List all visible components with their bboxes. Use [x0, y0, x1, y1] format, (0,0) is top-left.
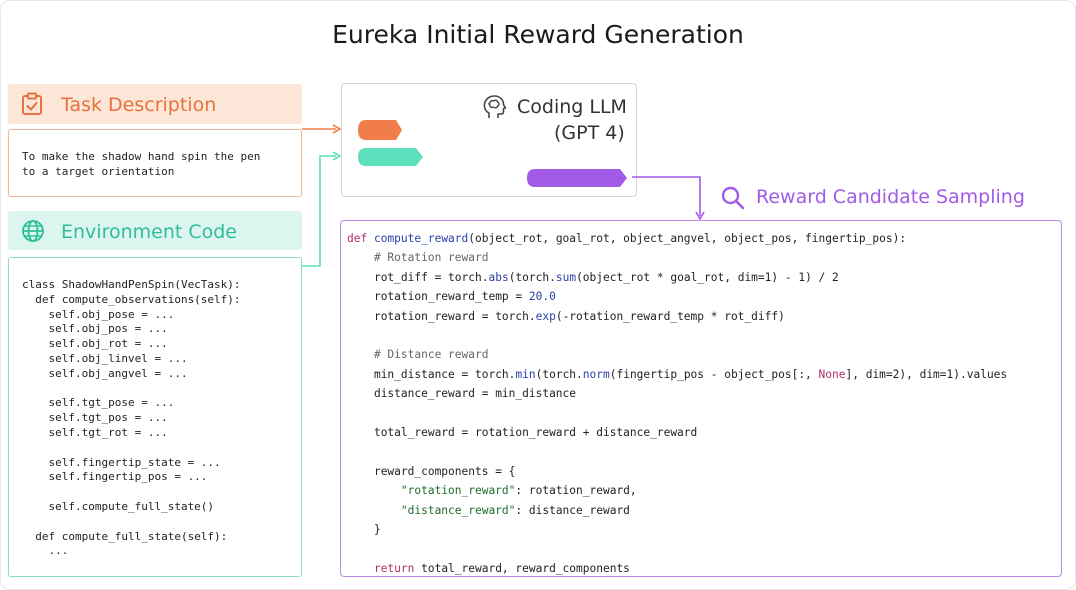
code-line: reward_components = {: [373, 464, 516, 478]
code-token: : rotation_reward,: [515, 484, 637, 498]
code-comment-distance: # Distance reward: [373, 348, 489, 362]
code-token: None: [818, 367, 846, 381]
env-code-line: self.tgt_pos = ...: [22, 411, 168, 425]
env-code-line: self.fingertip_state = ...: [22, 455, 221, 469]
task-line-1: To make the shadow hand spin the pen: [22, 150, 261, 163]
env-code-line: self.obj_linvel = ...: [22, 351, 188, 365]
code-token: (object_rot * goal_rot, dim=1) - 1) / 2: [576, 270, 839, 284]
code-token: rotation_reward = torch.: [373, 309, 536, 323]
reward-code: def compute_reward(object_rot, goal_rot,…: [347, 229, 1007, 578]
code-token: sum: [555, 270, 577, 284]
llm-to-reward-arrow: [632, 176, 705, 221]
code-comment-rotation: # Rotation reward: [373, 251, 489, 265]
environment-code-title: Environment Code: [61, 221, 238, 243]
clipboard-check-icon: [22, 92, 42, 115]
brain-head-icon: [483, 95, 507, 118]
code-token: (torch.: [508, 270, 556, 284]
code-function-args: (object_rot, goal_rot, object_angvel, ob…: [468, 232, 907, 245]
code-token: abs: [488, 270, 509, 284]
code-token: rotation_reward_temp =: [373, 290, 529, 304]
task-line-2: to a target orientation: [22, 165, 175, 178]
code-token: min: [515, 367, 536, 381]
env-code-line: self.obj_pose = ...: [22, 307, 175, 321]
environment-code: class ShadowHandPenSpin(VecTask): def co…: [22, 278, 241, 559]
code-token: "rotation_reward": [400, 484, 516, 498]
environment-code-header: Environment Code: [8, 211, 302, 250]
reward-code-box: def compute_reward(object_rot, goal_rot,…: [340, 220, 1062, 577]
code-token: ], dim=2), dim=1).values: [845, 367, 1008, 381]
code-line: }: [373, 523, 381, 537]
env-code-line: ...: [22, 544, 69, 558]
task-to-llm-arrow: [302, 124, 342, 134]
code-token: norm: [582, 367, 610, 381]
code-token: "distance_reward": [400, 503, 516, 517]
code-line: distance_reward = min_distance: [373, 387, 577, 401]
task-description-text: To make the shadow hand spin the pen to …: [22, 149, 260, 179]
env-code-line: self.fingertip_pos = ...: [22, 470, 208, 484]
page-title: Eureka Initial Reward Generation: [332, 20, 744, 49]
env-code-line: def compute_full_state(self):: [22, 529, 228, 543]
task-description-title: Task Description: [61, 94, 217, 116]
globe-icon: [22, 220, 44, 242]
env-code-line: self.compute_full_state(): [22, 499, 215, 513]
reward-output-pill: [527, 169, 627, 187]
reward-sampling-label: Reward Candidate Sampling: [756, 186, 1025, 208]
code-token: min_distance = torch.: [373, 367, 516, 381]
env-input-pill: [358, 148, 423, 166]
code-token: exp: [535, 309, 556, 323]
code-line: total_reward = rotation_reward + distanc…: [373, 426, 698, 440]
code-token: (fingertip_pos - object_pos[:,: [609, 367, 819, 381]
env-code-line: class ShadowHandPenSpin(VecTask):: [22, 278, 241, 291]
code-token: : distance_reward: [515, 503, 630, 517]
env-to-llm-arrow: [302, 151, 342, 267]
code-token: rot_diff = torch.: [373, 270, 489, 284]
env-code-line: self.tgt_pose = ...: [22, 396, 175, 410]
task-input-pill: [358, 120, 402, 140]
search-icon: [721, 186, 745, 210]
llm-model: (GPT 4): [554, 122, 625, 144]
environment-code-box: class ShadowHandPenSpin(VecTask): def co…: [8, 257, 302, 577]
env-code-line: self.obj_angvel = ...: [22, 366, 188, 380]
code-keyword-return: return: [373, 561, 415, 575]
code-token: total_reward, reward_components: [414, 561, 630, 575]
env-code-line: self.tgt_rot = ...: [22, 425, 168, 439]
code-token: (-rotation_reward_temp * rot_diff): [555, 309, 785, 323]
llm-name: Coding LLM: [517, 96, 627, 118]
code-keyword-def: def: [347, 232, 368, 245]
code-token: 20.0: [528, 290, 556, 304]
env-code-line: def compute_observations(self):: [22, 292, 241, 306]
task-description-header: Task Description: [8, 84, 302, 124]
code-token: (torch.: [535, 367, 583, 381]
code-function-name: compute_reward: [373, 232, 469, 245]
env-code-line: self.obj_rot = ...: [22, 337, 168, 351]
task-description-box: To make the shadow hand spin the pen to …: [8, 129, 302, 197]
env-code-line: self.obj_pos = ...: [22, 322, 168, 336]
